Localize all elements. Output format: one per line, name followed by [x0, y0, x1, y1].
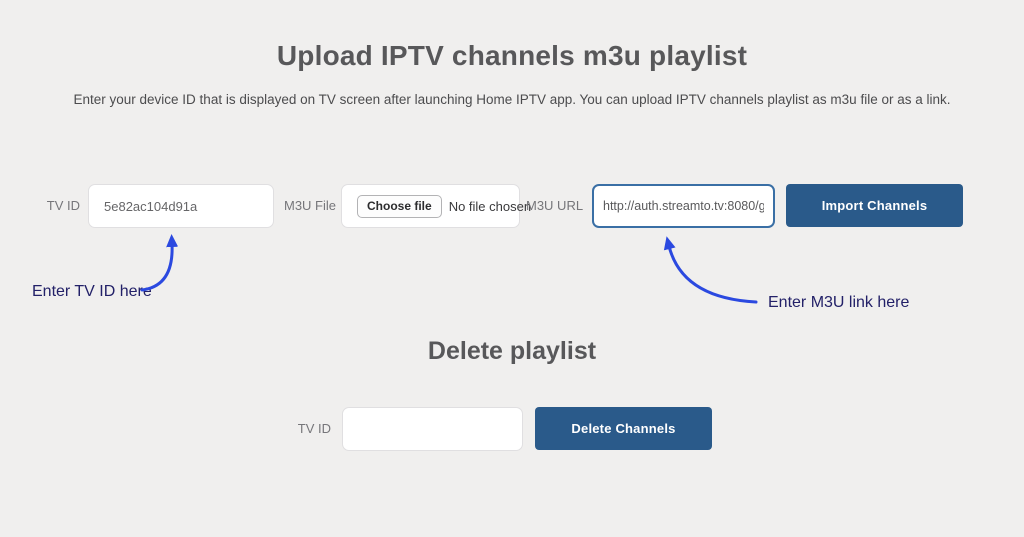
import-channels-button[interactable]: Import Channels [786, 184, 963, 227]
tv-id-hint-text: Enter TV ID here [32, 283, 152, 300]
file-status-text: No file chosen [448, 198, 532, 214]
page-title: Upload IPTV channels m3u playlist [276, 40, 748, 71]
page-description: Enter your device ID that is displayed o… [73, 92, 951, 107]
delete-section-title: Delete playlist [427, 337, 597, 365]
tv-id-label: TV ID [46, 198, 80, 213]
m3u-url-label: M3U URL [526, 198, 584, 213]
delete-tv-id-label: TV ID [297, 421, 331, 436]
tv-id-input[interactable] [88, 184, 274, 228]
m3u-link-hint-arrow-icon [663, 236, 758, 304]
m3u-url-input[interactable] [592, 184, 775, 228]
m3u-file-label: M3U File [284, 198, 337, 213]
tv-id-hint-arrow-icon [140, 234, 179, 292]
m3u-link-hint-text: Enter M3U link here [768, 294, 910, 311]
choose-file-button[interactable]: Choose file [357, 194, 442, 218]
delete-channels-button[interactable]: Delete Channels [535, 407, 712, 450]
m3u-file-input[interactable]: Choose file No file chosen [341, 184, 531, 228]
delete-tv-id-input[interactable] [342, 407, 523, 451]
